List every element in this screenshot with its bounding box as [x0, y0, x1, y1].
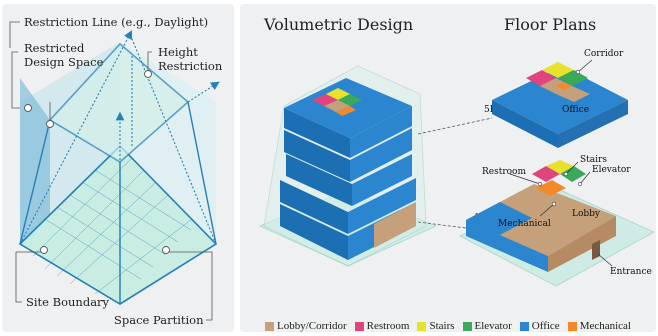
legend-label: Lobby/Corridor	[277, 320, 347, 332]
volumetric-diagram: Volumetric Design Floor Plans	[258, 15, 655, 287]
marker-dot	[24, 104, 32, 112]
legend-swatch	[265, 321, 274, 331]
lobby-label: Lobby	[572, 209, 601, 219]
marker-dot	[46, 120, 54, 128]
legend-item-elevator: Elevator	[462, 320, 512, 332]
space-partition-grid	[32, 157, 193, 295]
site-boundary-label: Site Boundary	[26, 295, 110, 309]
legend-swatch	[519, 321, 529, 331]
restriction-line	[19, 30, 133, 245]
legend-label: Stairs	[429, 320, 455, 332]
legend-label: Restroom	[366, 320, 410, 332]
marker-dot	[40, 246, 48, 254]
volumetric-and-floorplans-panel: Volumetric Design Floor Plans	[240, 4, 656, 332]
floor-5f-label: 5F	[484, 105, 496, 115]
legend-item-mechanical: Mechanical	[567, 320, 631, 332]
corridor-leader	[577, 59, 593, 73]
entrance-label: Entrance	[610, 267, 652, 277]
stairs-label: Stairs	[580, 155, 607, 165]
volume-edge	[187, 101, 217, 245]
marker-dot	[162, 246, 170, 254]
callout-restriction-line	[9, 21, 20, 48]
legend-item-stairs: Stairs	[417, 320, 455, 332]
height-restriction-label-2: Restriction	[158, 59, 223, 73]
floorplan-1f	[466, 160, 616, 272]
legend-item-office: Office	[519, 320, 560, 332]
legend-swatch	[567, 321, 577, 331]
legend-item-lobby-corridor: Lobby/Corridor	[265, 320, 347, 332]
connector-1f	[417, 221, 467, 229]
floorplan-5f	[492, 62, 628, 148]
height-restriction-label-1: Height	[158, 45, 198, 59]
restriction-line	[187, 81, 220, 103]
legend-swatch	[417, 321, 427, 331]
legend-label: Office	[531, 320, 560, 332]
corridor-label: Corridor	[584, 49, 624, 59]
space-partition-label: Space Partition	[114, 313, 204, 327]
floor-plans-title: Floor Plans	[504, 15, 596, 34]
office-5f-label: Office	[562, 105, 589, 115]
legend-label: Mechanical	[579, 320, 631, 332]
restricted-design-space-label-1: Restricted	[24, 41, 85, 55]
mechanical-label: Mechanical	[498, 219, 551, 229]
restroom-label: Restroom	[482, 167, 526, 177]
legend-swatch	[354, 321, 364, 331]
callout-site-boundary	[15, 251, 44, 303]
callout-space-partition	[166, 251, 213, 321]
elevator-label: Elevator	[592, 165, 631, 175]
marker-dot	[144, 70, 152, 78]
restriction-line	[129, 33, 217, 245]
legend-swatch	[462, 321, 472, 331]
connector-5f	[417, 117, 493, 135]
volumetric-design-title: Volumetric Design	[263, 15, 413, 34]
restricted-design-space-label-2: Design Space	[24, 55, 104, 69]
legend-item-restroom: Restroom	[354, 320, 410, 332]
building-floors	[280, 78, 416, 260]
volume-edge	[19, 119, 51, 245]
legend-label: Elevator	[474, 320, 512, 332]
callout-height	[147, 51, 152, 72]
restriction-diagram: Restriction Line (e.g., Daylight) Restri…	[9, 15, 223, 327]
restriction-line-label: Restriction Line (e.g., Daylight)	[24, 15, 208, 29]
restriction-diagram-panel: Restriction Line (e.g., Daylight) Restri…	[2, 4, 234, 332]
callout-design-space	[11, 51, 20, 109]
legend: Lobby/Corridor Restroom Stairs Elevator …	[240, 318, 656, 334]
